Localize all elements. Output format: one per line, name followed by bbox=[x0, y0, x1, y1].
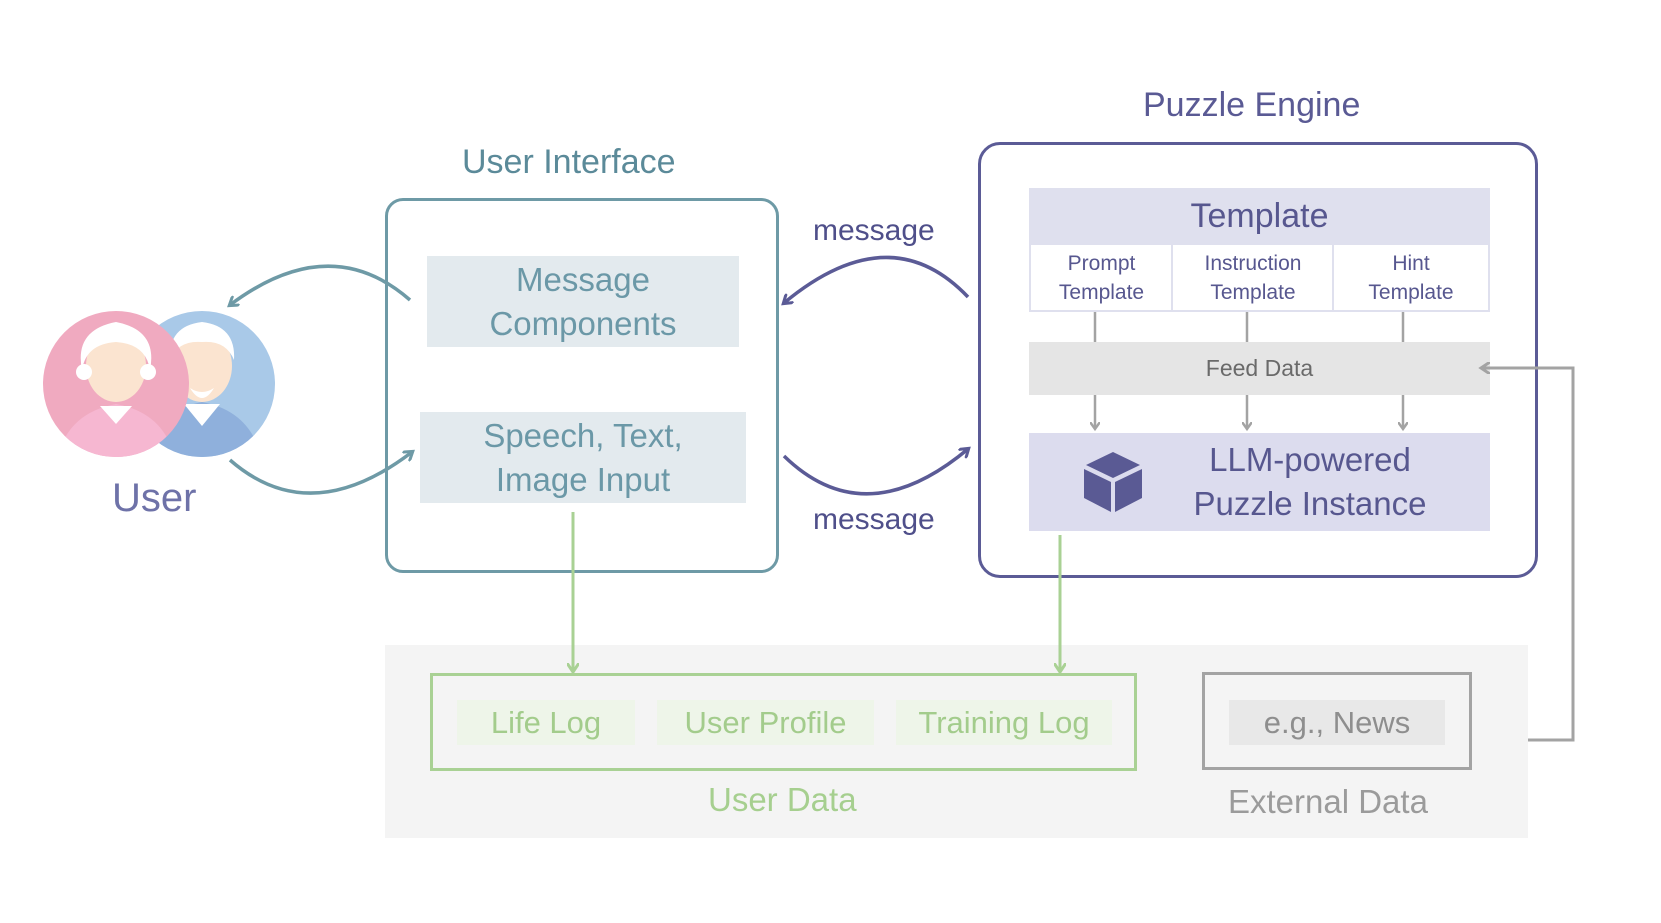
news-item: e.g., News bbox=[1229, 700, 1445, 745]
user-profile-item: User Profile bbox=[657, 700, 874, 745]
external-data-label: External Data bbox=[1228, 783, 1428, 820]
user-label: User bbox=[112, 476, 197, 520]
user-interface-title: User Interface bbox=[462, 143, 676, 181]
puzzle-engine-title: Puzzle Engine bbox=[1143, 86, 1361, 124]
message-label-top: message bbox=[813, 214, 935, 247]
message-components-box: Message Components bbox=[427, 256, 739, 347]
arrow-external-to-feed bbox=[1482, 368, 1575, 742]
puzzle-engine-frame bbox=[978, 142, 1538, 578]
user-data-label: User Data bbox=[708, 781, 857, 818]
message-label-bottom: message bbox=[813, 503, 935, 536]
llm-instance-text: LLM-powered Puzzle Instance bbox=[1160, 436, 1460, 528]
life-log-item: Life Log bbox=[457, 700, 635, 745]
input-box: Speech, Text, Image Input bbox=[420, 412, 746, 503]
feed-data-label: Feed Data bbox=[1205, 355, 1314, 381]
template-title: Template bbox=[1190, 196, 1329, 235]
instruction-template-line1: Instruction bbox=[1204, 251, 1302, 275]
cube-icon bbox=[1084, 452, 1142, 512]
instruction-template-cell: Instruction Template bbox=[1171, 243, 1335, 312]
news-label: e.g., News bbox=[1263, 704, 1411, 740]
arrow-ui-to-engine bbox=[782, 449, 968, 496]
llm-instance-line2: Puzzle Instance bbox=[1193, 485, 1427, 522]
user-data-frame bbox=[430, 673, 1137, 771]
template-header: Template bbox=[1029, 188, 1490, 244]
instruction-template-line2: Template bbox=[1210, 280, 1296, 304]
hint-template-line2: Template bbox=[1368, 280, 1454, 304]
prompt-template-line1: Prompt bbox=[1067, 251, 1136, 275]
input-label: Speech, Text, Image Input bbox=[483, 416, 683, 498]
message-components-label: Message Components bbox=[489, 260, 677, 342]
external-data-frame bbox=[1202, 672, 1472, 770]
arrow-ui-to-user bbox=[230, 264, 412, 305]
feed-data-box: Feed Data bbox=[1029, 342, 1490, 395]
life-log-label: Life Log bbox=[490, 704, 602, 740]
hint-template-line1: Hint bbox=[1392, 251, 1430, 275]
arrow-user-to-ui bbox=[228, 452, 412, 495]
llm-instance-line1: LLM-powered bbox=[1209, 441, 1411, 478]
training-log-label: Training Log bbox=[918, 704, 1090, 740]
hint-template-cell: Hint Template bbox=[1332, 243, 1490, 312]
arrow-engine-to-ui bbox=[784, 255, 970, 303]
user-profile-label: User Profile bbox=[684, 704, 847, 740]
training-log-item: Training Log bbox=[896, 700, 1112, 745]
user-interface-frame bbox=[385, 198, 779, 573]
prompt-template-line2: Template bbox=[1058, 280, 1145, 304]
